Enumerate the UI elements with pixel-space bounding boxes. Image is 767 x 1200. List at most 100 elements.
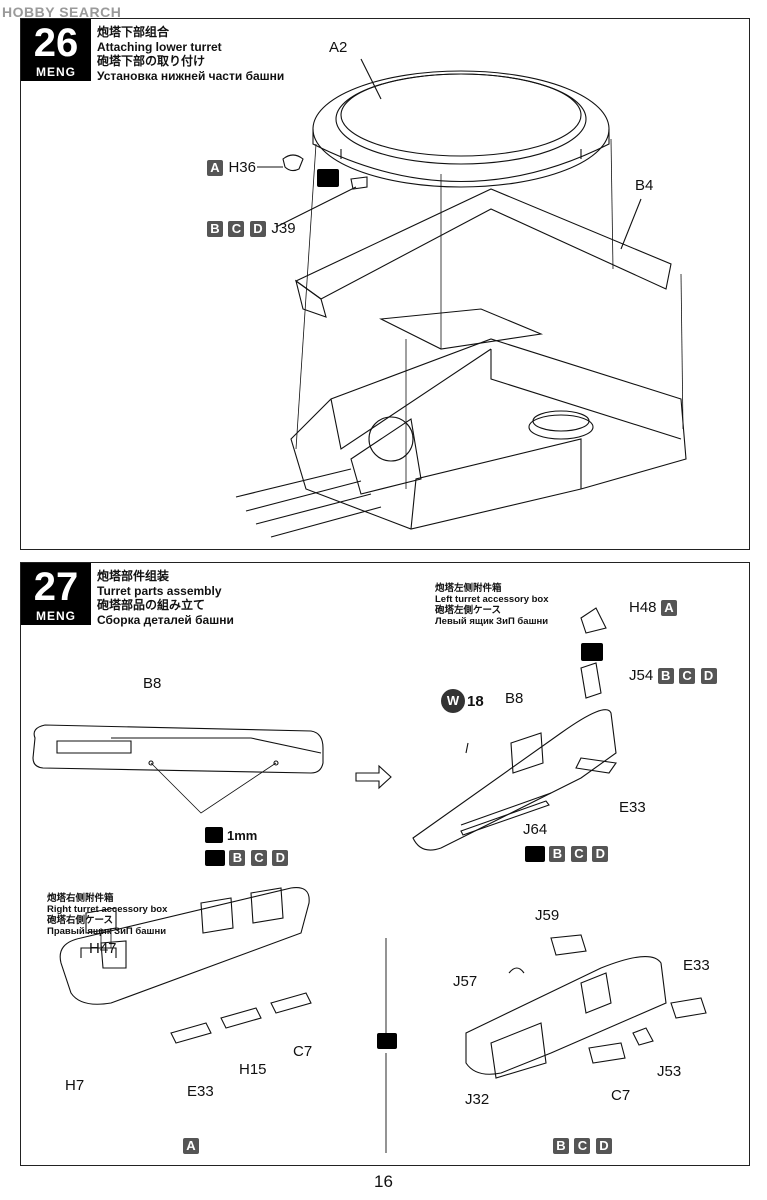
part-label-h36: H36 <box>228 159 256 176</box>
sprue-ref-j39: B C D J39 <box>207 220 296 238</box>
left-box-caption: 炮塔左侧附件箱 Left turret accessory box 砲塔左側ケー… <box>435 583 549 627</box>
sprue-ref-right-box: A <box>183 1137 200 1155</box>
part-label-c7-bl: C7 <box>293 1043 313 1060</box>
step-number: 26 <box>33 21 79 65</box>
left-box-ru: Левый ящик ЗиП башни <box>435 616 549 627</box>
part-c7-bl <box>270 992 312 1014</box>
paint-code-label: 18 <box>467 693 484 710</box>
sprue-d-icon: D <box>595 1137 612 1154</box>
flip-side-icon <box>317 169 339 187</box>
sprue-c-icon: C <box>228 220 245 237</box>
title-en: Turret parts assembly <box>97 583 222 598</box>
part-c7-br <box>588 1042 626 1064</box>
left-box-en: Left turret accessory box <box>435 594 549 605</box>
part-label-j54: J54 <box>629 667 654 684</box>
sprue-c-icon: C <box>574 1137 591 1154</box>
part-e33-bl <box>170 1022 212 1044</box>
part-label-j53: J53 <box>657 1063 682 1080</box>
title-en: Attaching lower turret <box>97 39 222 54</box>
part-label-b4: B4 <box>635 177 654 194</box>
sprue-d-icon: D <box>592 845 609 862</box>
part-j54 <box>580 662 602 699</box>
part-label-j32: J32 <box>465 1091 490 1108</box>
part-e33-top <box>575 757 617 774</box>
step-title: 炮塔部件组装 Turret parts assembly 砲塔部品の組み立て С… <box>97 569 234 627</box>
right-accessory-box <box>59 887 310 1005</box>
sprue-b-icon: B <box>229 849 246 866</box>
part-j64 <box>460 800 550 836</box>
sprue-a-icon: A <box>207 159 223 176</box>
sprue-ref-b8: B C D <box>205 849 289 867</box>
flip-side-icon <box>581 643 603 661</box>
sprue-b-icon: B <box>553 1137 569 1154</box>
sprue-ref-h48: H48 A <box>629 599 678 617</box>
part-h47 <box>85 907 117 934</box>
part-h15 <box>220 1007 262 1029</box>
brand-logo: MENG <box>36 609 76 623</box>
part-label-j64: J64 <box>523 821 548 838</box>
flip-side-icon <box>377 1033 397 1049</box>
title-zh: 炮塔下部组合 <box>97 25 170 39</box>
step-26-panel: 26 MENG 炮塔下部组合 Attaching lower turret 砲塔… <box>20 18 750 550</box>
part-h36 <box>282 154 304 172</box>
sprue-ref-j32-box: B C D <box>553 1137 613 1155</box>
sprue-a-icon: A <box>183 1137 199 1154</box>
part-label-h7: H7 <box>65 1077 85 1094</box>
part-label-h47: H47 <box>89 940 117 957</box>
part-label-e33-br: E33 <box>683 957 710 974</box>
title-ru: Установка нижней части башни <box>97 68 285 83</box>
title-ja: 砲塔下部の取り付け <box>97 54 206 68</box>
sprue-b-icon: B <box>549 845 566 862</box>
left-box-ja: 砲塔左側ケース <box>435 605 502 616</box>
turret-assembly-drawing <box>235 58 687 538</box>
sprue-c-icon: C <box>250 849 267 866</box>
sprue-c-icon: C <box>570 845 587 862</box>
title-ja: 砲塔部品の組み立て <box>97 598 206 612</box>
part-label-h15: H15 <box>239 1061 267 1078</box>
step-badge: 26 MENG <box>21 19 91 81</box>
sprue-a-icon: A <box>660 599 677 616</box>
part-label-j57: J57 <box>453 973 478 990</box>
right-box-ja: 砲塔右側ケース <box>47 915 114 926</box>
title-zh: 炮塔部件组装 <box>97 569 170 583</box>
part-label-a2: A2 <box>329 39 348 56</box>
part-label-c7-br: C7 <box>611 1087 631 1104</box>
turret-floor-plate <box>294 188 672 300</box>
part-j59 <box>550 934 587 956</box>
part-label-b8-box: B8 <box>505 690 524 707</box>
part-j32-box <box>465 956 667 1075</box>
part-label-j39: J39 <box>271 220 296 237</box>
step-number: 27 <box>33 565 79 609</box>
turret-ring-outer <box>312 70 610 188</box>
part-j39 <box>350 176 368 190</box>
flip-side-icon <box>205 849 225 866</box>
right-box-en: Right turret accessory box <box>47 904 168 915</box>
part-label-e33-top: E33 <box>619 799 646 816</box>
part-label-b8-flat: B8 <box>143 675 162 692</box>
sprue-c-icon: C <box>679 667 696 684</box>
part-label-e33-bl: E33 <box>187 1083 214 1100</box>
sprue-d-icon: D <box>700 667 717 684</box>
drill-icon <box>205 827 223 843</box>
sprue-b-icon: B <box>207 220 223 237</box>
step-badge: 27 MENG <box>21 563 91 625</box>
part-j53 <box>632 1027 654 1046</box>
lower-hull <box>290 338 687 530</box>
part-j57 <box>508 967 525 974</box>
step-27-panel: 27 MENG 炮塔部件组装 Turret parts assembly 砲塔部… <box>20 562 750 1166</box>
sprue-d-icon: D <box>249 220 266 237</box>
brand-logo: MENG <box>36 65 76 79</box>
part-b8-flat <box>32 724 324 774</box>
flip-side-icon <box>525 845 545 862</box>
paint-swatch-icon: W <box>441 689 465 713</box>
part-label-j59: J59 <box>535 907 560 924</box>
left-accessory-box <box>412 709 617 851</box>
watermark: HOBBY SEARCH <box>2 4 122 20</box>
sprue-b-icon: B <box>657 667 674 684</box>
part-h48 <box>580 607 607 634</box>
sprue-ref-h36: A H36 <box>207 159 256 177</box>
drill-size-label: 1mm <box>227 828 258 843</box>
sprue-ref-j54: J54 B C D <box>629 667 718 685</box>
sprue-d-icon: D <box>272 849 289 866</box>
accessory-box-drawing <box>32 607 707 1153</box>
